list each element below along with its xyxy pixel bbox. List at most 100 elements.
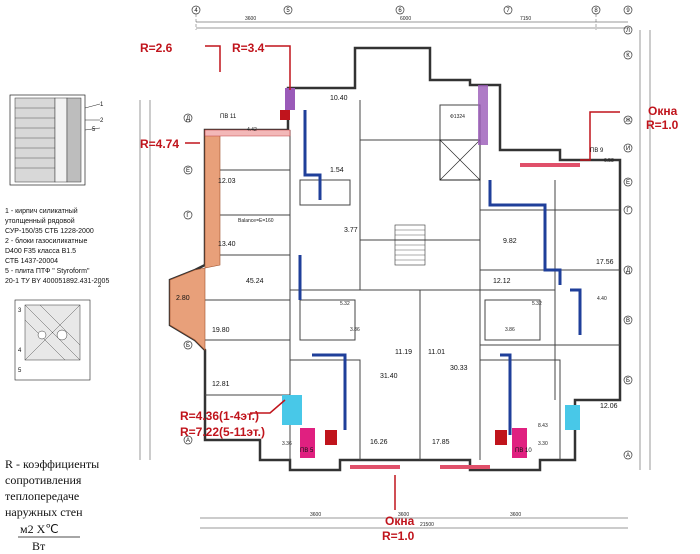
right-axis-markers: Л К Ж И Е Г Д В Б А: [623, 25, 633, 460]
windows-top-r: R=1.0: [646, 118, 679, 132]
svg-text:3600: 3600: [310, 512, 321, 518]
windows-top-label: Окна: [648, 104, 678, 118]
room-area: 3.86: [350, 327, 360, 333]
room-area: 17.85: [432, 439, 450, 446]
top-dim: 3600: [245, 16, 256, 22]
svg-text:СТБ 1437-20004: СТБ 1437-20004: [5, 258, 58, 265]
svg-text:Д: Д: [186, 116, 190, 122]
annotation-leaders: [185, 45, 620, 510]
room-area: 16.26: [370, 439, 388, 446]
section-num: 1: [100, 102, 104, 108]
svg-text:5 - плита ПТФ " Styroform": 5 - плита ПТФ " Styroform": [5, 268, 90, 275]
section-num: 5: [18, 368, 22, 374]
axis-label: 7: [506, 8, 510, 14]
section-num: 5: [92, 127, 96, 133]
axis-label: 9: [626, 8, 630, 14]
room-area: 31.40: [380, 373, 398, 380]
svg-text:сопротивления: сопротивления: [5, 473, 82, 487]
room-label: ПВ 9: [590, 148, 604, 154]
section-num: 3: [18, 308, 22, 314]
r-coefficient-note: R - коэффициенты сопротивления теплопере…: [5, 457, 99, 553]
room-label: ПВ 11: [220, 114, 237, 120]
room-area: 2.80: [176, 295, 190, 302]
room-note: Balance=E=160: [238, 218, 274, 224]
svg-text:21500: 21500: [420, 522, 434, 528]
left-bay-insulation: [169, 129, 291, 351]
ductwork: [298, 110, 582, 435]
axis-label: 4: [194, 8, 198, 14]
room-area: 9.82: [503, 238, 517, 245]
corner-section-detail: 2 3 4 5: [14, 283, 102, 381]
bottom-dimensions: 3600 3600 21500 3600: [200, 512, 628, 529]
room-area: 5.32: [532, 301, 542, 307]
svg-text:20-1 ТУ BY 400051892.431-2005: 20-1 ТУ BY 400051892.431-2005: [5, 278, 109, 285]
room-label: ПВ 5: [300, 448, 314, 454]
room-area: 3.30: [538, 441, 548, 447]
svg-text:R - коэффициенты: R - коэффициенты: [5, 457, 99, 471]
room-area: 11.19: [395, 349, 412, 356]
room-area: 1.54: [330, 167, 344, 174]
top-dim: 7150: [520, 16, 531, 22]
axis-label: 5: [286, 8, 290, 14]
svg-text:Г: Г: [626, 208, 630, 214]
r-3-4-label: R=3.4: [232, 41, 265, 55]
svg-text:3600: 3600: [398, 512, 409, 518]
svg-text:Ж: Ж: [625, 118, 631, 124]
svg-text:Л: Л: [626, 28, 630, 34]
windows: [350, 163, 580, 469]
room-area: 3.36: [282, 441, 292, 447]
room-area: 12.12: [493, 278, 511, 285]
section-num: 2: [98, 283, 102, 289]
room-area: 19.80: [212, 327, 230, 334]
svg-text:2 - блоки газосиликатные: 2 - блоки газосиликатные: [5, 237, 87, 245]
r-2-6-label: R=2.6: [140, 41, 173, 55]
shaft-markers: [280, 85, 580, 458]
svg-text:В: В: [626, 318, 630, 324]
section-num: 2: [100, 118, 104, 124]
room-area: 3.86: [505, 327, 515, 333]
svg-text:Вт: Вт: [32, 539, 46, 553]
room-area: 3.77: [344, 227, 358, 234]
r-4-74-label: R=4.74: [140, 137, 179, 151]
material-legend: 1 - кирпич силикатный утолщенный рядовой…: [5, 207, 109, 285]
svg-text:теплопередаче: теплопередаче: [5, 489, 79, 503]
section-num: 4: [18, 348, 22, 354]
svg-text:1 - кирпич силикатный: 1 - кирпич силикатный: [5, 207, 78, 215]
room-area: 4.42: [247, 127, 257, 133]
room-area: 12.06: [600, 403, 618, 410]
windows-bottom-label: Окна: [385, 514, 415, 528]
room-labels: ПВ 11 ПВ 9 ПВ 5 ПВ 10 12.03 13.40 19.80 …: [176, 95, 618, 454]
svg-text:А: А: [626, 453, 630, 459]
svg-text:Е: Е: [186, 168, 190, 174]
windows-bottom-r: R=1.0: [382, 529, 415, 543]
room-area: 11.01: [428, 349, 445, 356]
room-area: 12.03: [218, 178, 236, 185]
room-area: 13.40: [218, 241, 236, 248]
svg-text:3600: 3600: [510, 512, 521, 518]
svg-text:наружных стен: наружных стен: [5, 505, 83, 519]
r-4-36-label: R=4.36(1-4эт.): [180, 409, 259, 423]
room-area: 17.56: [596, 259, 614, 266]
r-7-22-label: R=7.22(5-11эт.): [180, 425, 265, 439]
elevator-shaft: [439, 139, 481, 181]
top-axis-markers: 4 5 6 7 8 9 3600 6000 7150: [191, 5, 633, 30]
room-area: 10.40: [330, 95, 348, 102]
svg-text:Б: Б: [186, 343, 190, 349]
svg-text:утолщенный рядовой: утолщенный рядовой: [5, 217, 75, 225]
room-area: 30.33: [450, 365, 468, 372]
svg-text:СУР-150/35 СТБ 1228-2000: СУР-150/35 СТБ 1228-2000: [5, 228, 94, 235]
svg-text:м2 Х℃: м2 Х℃: [20, 522, 59, 536]
svg-text:D400 F35 класса B1.5: D400 F35 класса B1.5: [5, 248, 76, 255]
axis-label: 8: [594, 8, 598, 14]
room-area: 8.43: [538, 423, 548, 429]
room-area: 12.81: [212, 381, 230, 388]
room-area: 4.40: [597, 296, 607, 302]
svg-text:Б: Б: [626, 378, 630, 384]
svg-text:К: К: [626, 53, 630, 59]
room-area: 5.32: [340, 301, 350, 307]
room-label: ПВ 10: [515, 448, 532, 454]
svg-text:Е: Е: [626, 180, 630, 186]
svg-text:А: А: [186, 438, 190, 444]
top-dim: 6000: [400, 16, 411, 22]
